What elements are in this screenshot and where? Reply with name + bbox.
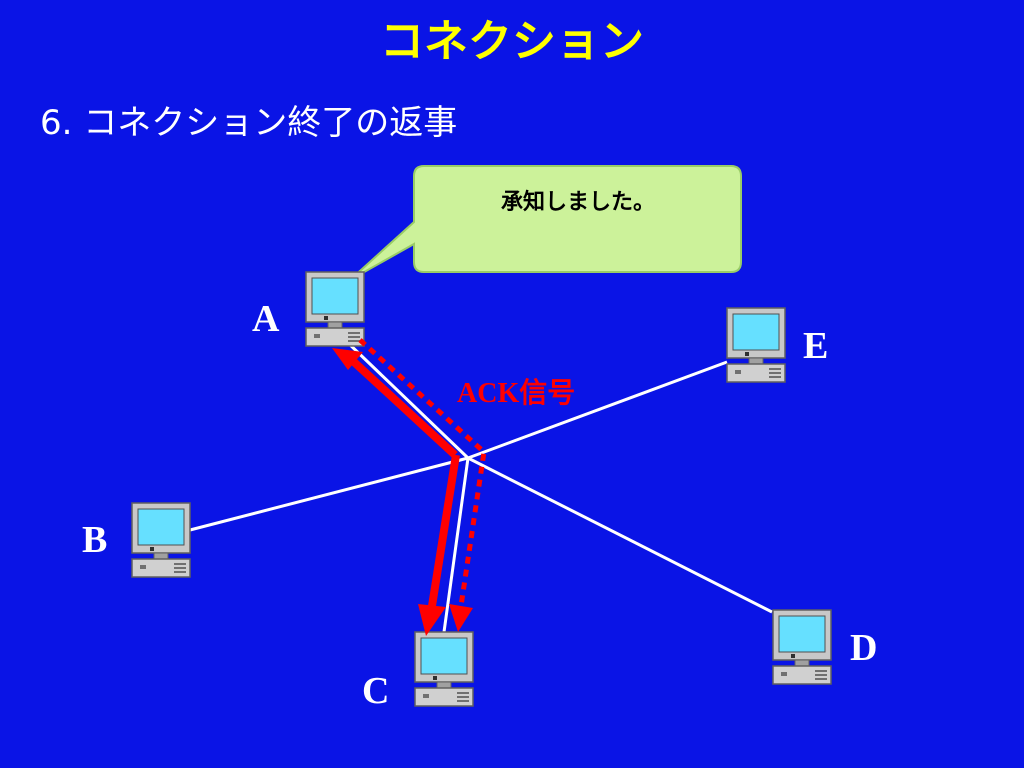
ack-solid-arrow-down <box>418 454 460 636</box>
link-a <box>343 338 470 460</box>
ack-solid-arrow-up <box>332 348 458 458</box>
link-b <box>189 456 469 532</box>
computer-a-icon <box>305 271 365 347</box>
node-label-d: D <box>850 627 877 669</box>
node-label-c: C <box>362 670 389 712</box>
bubble-text: 承知しました。 <box>501 189 655 215</box>
link-d <box>467 456 773 614</box>
node-label-e: E <box>803 325 828 367</box>
computer-d-icon <box>772 609 832 685</box>
link-c <box>442 457 470 633</box>
network-lines <box>189 338 773 633</box>
link-e <box>467 360 728 460</box>
slide-title: コネクション <box>380 16 644 67</box>
node-label-a: A <box>252 298 280 340</box>
ack-dotted-arrow <box>358 338 487 632</box>
slide-subtitle: 6. コネクション終了の返事 <box>40 103 457 143</box>
computer-b-icon <box>131 502 191 578</box>
speech-bubble: 承知しました。 <box>349 165 742 281</box>
computer-e-icon <box>726 307 786 383</box>
computer-c-icon <box>414 631 474 707</box>
node-label-b: B <box>82 519 107 561</box>
ack-label: ACK信号 <box>457 377 575 409</box>
